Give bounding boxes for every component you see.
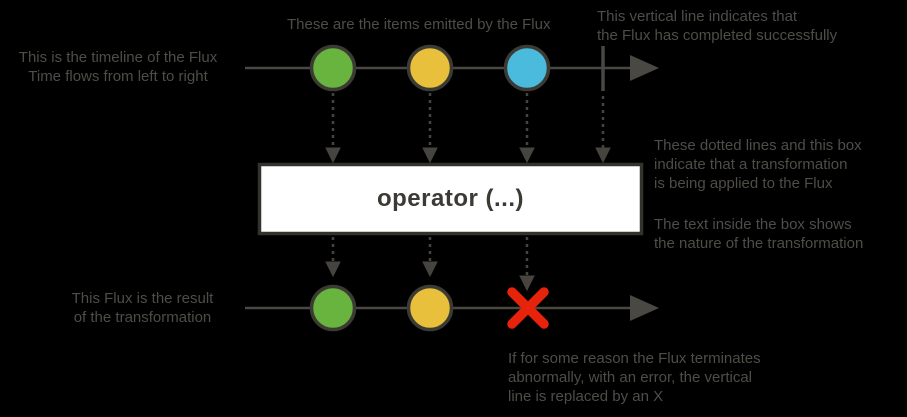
annotation-error: If for some reason the Flux terminates a…	[508, 349, 761, 406]
annotation-line: If for some reason the Flux terminates	[508, 350, 761, 367]
marble-bottom-yellow	[406, 284, 454, 332]
annotation-line: line is replaced by an X	[508, 388, 664, 405]
dotted-arrowhead-3-icon	[519, 147, 535, 164]
annotation-line: indicate that a transformation	[654, 156, 848, 173]
annotation-line: This is the timeline of the Flux	[18, 49, 218, 66]
marble-top-blue	[503, 44, 551, 92]
dotted-arrowhead-5-icon	[325, 261, 341, 278]
dotted-arrows-out-of-box	[325, 237, 535, 292]
bottom-timeline	[245, 284, 659, 332]
annotation-timeline: This is the timeline of the Flux Time fl…	[8, 48, 228, 86]
annotation-line: These are the items emitted by the Flux	[287, 16, 551, 33]
annotation-complete: This vertical line indicates that the Fl…	[597, 7, 837, 45]
annotation-line: These dotted lines and this box	[654, 137, 862, 154]
annotation-line: is being applied to the Flux	[654, 175, 833, 192]
top-timeline-arrowhead-icon	[630, 55, 659, 81]
operator-box-label: operator (...)	[376, 185, 524, 212]
annotation-line: Time flows from left to right	[28, 68, 208, 85]
dotted-arrowhead-7-icon	[519, 275, 535, 292]
error-x-stroke-2	[507, 287, 549, 329]
annotation-items-emitted: These are the items emitted by the Flux	[287, 15, 550, 34]
dotted-arrowhead-6-icon	[422, 261, 438, 278]
annotation-result: This Flux is the result of the transform…	[55, 289, 230, 327]
marble-bottom-green	[309, 284, 357, 332]
annotation-line: the Flux has completed successfully	[597, 27, 838, 44]
dotted-arrowhead-1-icon	[325, 147, 341, 164]
bottom-timeline-arrowhead-icon	[630, 295, 659, 321]
annotation-line: This Flux is the result	[71, 290, 214, 307]
annotation-line: abnormally, with an error, the vertical	[508, 369, 752, 386]
marble-top-yellow	[406, 44, 454, 92]
top-timeline	[245, 44, 659, 92]
marble-top-green	[309, 44, 357, 92]
dotted-arrowhead-4-icon	[595, 147, 611, 164]
annotation-line: of the transformation	[73, 309, 212, 326]
dotted-arrowhead-2-icon	[422, 147, 438, 164]
operator-box	[257, 162, 644, 236]
error-x-icon	[507, 287, 549, 329]
annotation-line: This vertical line indicates that	[597, 8, 798, 25]
annotation-line: the nature of the transformation	[654, 235, 864, 252]
annotation-line: The text inside the box shows	[654, 216, 852, 233]
annotation-transformation: These dotted lines and this box indicate…	[654, 136, 862, 193]
annotation-box-text: The text inside the box shows the nature…	[654, 215, 863, 253]
dotted-arrows-into-box	[325, 93, 611, 164]
